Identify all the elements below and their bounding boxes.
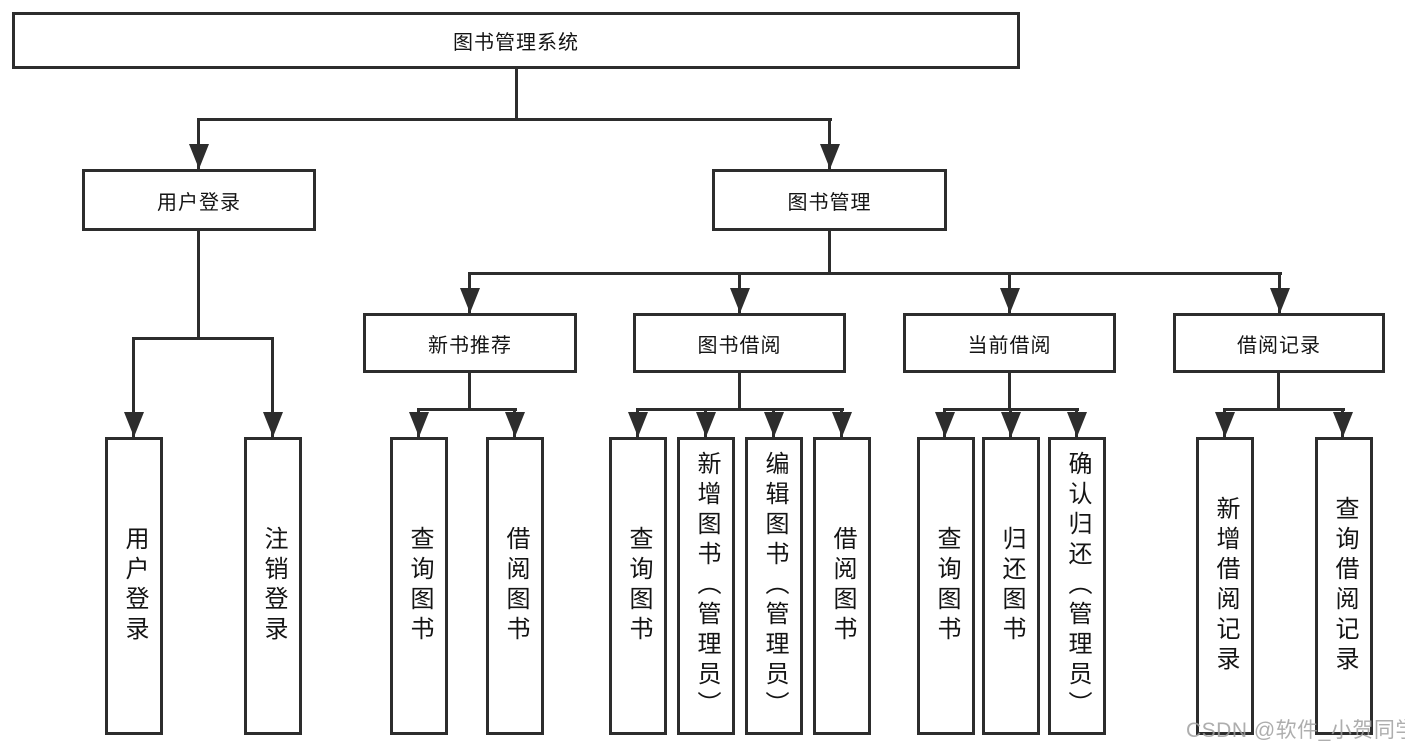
node-borrowing-records-label: 借阅记录 <box>1237 334 1321 357</box>
node-book-management: 图书管理 <box>712 169 947 231</box>
arrowhead-down-icon <box>1067 412 1087 437</box>
node-library-system-label: 图书管理系统 <box>453 32 579 54</box>
arrowhead-down-icon <box>1333 412 1353 437</box>
connector-line <box>515 69 518 119</box>
leaf-add-borrow-record-label: 新增借阅记录 <box>1212 496 1239 676</box>
connector-line <box>738 373 741 408</box>
connector-line <box>198 118 832 121</box>
leaf-borrow-books-label: 借阅图书 <box>829 526 856 646</box>
arrowhead-down-icon <box>730 288 750 313</box>
node-book-borrowing: 图书借阅 <box>633 313 846 373</box>
leaf-borrow-books-recommend: 借阅图书 <box>486 437 544 735</box>
node-current-borrowing: 当前借阅 <box>903 313 1116 373</box>
connector-line <box>1008 373 1011 408</box>
leaf-add-books-admin-label: 新增图书（管理员） <box>693 451 720 721</box>
node-user-login: 用户登录 <box>82 169 316 231</box>
arrowhead-down-icon <box>124 412 144 437</box>
arrowhead-down-icon <box>409 412 429 437</box>
leaf-confirm-return-admin: 确认归还（管理员） <box>1048 437 1106 735</box>
leaf-query-books-recommend: 查询图书 <box>390 437 448 735</box>
connector-line <box>1277 373 1280 408</box>
leaf-add-borrow-record: 新增借阅记录 <box>1196 437 1254 735</box>
csdn-watermark: CSDN @软件_小贺同学 <box>1186 719 1405 742</box>
leaf-logout: 注销登录 <box>244 437 302 735</box>
arrowhead-down-icon <box>1270 288 1290 313</box>
connector-line <box>636 408 844 411</box>
arrowhead-down-icon <box>935 412 955 437</box>
arrowhead-down-icon <box>1001 412 1021 437</box>
arrowhead-down-icon <box>696 412 716 437</box>
node-user-login-label: 用户登录 <box>157 191 241 214</box>
connector-line <box>197 118 200 169</box>
leaf-query-books-current-label: 查询图书 <box>933 526 960 646</box>
leaf-add-books-admin: 新增图书（管理员） <box>677 437 735 735</box>
leaf-edit-books-admin: 编辑图书（管理员） <box>745 437 803 735</box>
leaf-query-borrow-record: 查询借阅记录 <box>1315 437 1373 735</box>
connector-line <box>132 337 135 437</box>
arrowhead-down-icon <box>1215 412 1235 437</box>
leaf-return-books: 归还图书 <box>982 437 1040 735</box>
node-book-management-label: 图书管理 <box>787 191 872 214</box>
node-new-book-recommend: 新书推荐 <box>363 313 577 373</box>
connector-line <box>417 408 517 411</box>
node-library-system: 图书管理系统 <box>12 12 1020 69</box>
node-new-book-recommend-label: 新书推荐 <box>428 334 512 357</box>
leaf-edit-books-admin-label: 编辑图书（管理员） <box>761 451 788 721</box>
arrowhead-down-icon <box>505 412 525 437</box>
arrowhead-down-icon <box>628 412 648 437</box>
leaf-borrow-books: 借阅图书 <box>813 437 871 735</box>
arrowhead-down-icon <box>764 412 784 437</box>
arrowhead-down-icon <box>820 144 840 169</box>
connector-line <box>828 231 831 272</box>
connector-line <box>468 373 471 408</box>
leaf-query-books-borrowing-label: 查询图书 <box>625 526 652 646</box>
connector-line <box>828 118 831 169</box>
arrowhead-down-icon <box>189 144 209 169</box>
arrowhead-down-icon <box>460 288 480 313</box>
leaf-confirm-return-admin-label: 确认归还（管理员） <box>1064 451 1091 721</box>
leaf-return-books-label: 归还图书 <box>998 526 1025 646</box>
leaf-borrow-books-recommend-label: 借阅图书 <box>502 526 529 646</box>
node-current-borrowing-label: 当前借阅 <box>967 334 1052 357</box>
node-book-borrowing-label: 图书借阅 <box>697 334 782 357</box>
leaf-query-books-recommend-label: 查询图书 <box>406 526 433 646</box>
leaf-user-login: 用户登录 <box>105 437 163 735</box>
connector-line <box>468 272 1282 275</box>
leaf-query-books-borrowing: 查询图书 <box>609 437 667 735</box>
leaf-user-login-label: 用户登录 <box>121 526 148 646</box>
leaf-logout-label: 注销登录 <box>260 526 287 646</box>
leaf-query-books-current: 查询图书 <box>917 437 975 735</box>
node-borrowing-records: 借阅记录 <box>1173 313 1385 373</box>
connector-line <box>1223 408 1345 411</box>
leaf-query-borrow-record-label: 查询借阅记录 <box>1331 496 1358 676</box>
connector-line <box>197 231 200 337</box>
arrowhead-down-icon <box>1000 288 1020 313</box>
arrowhead-down-icon <box>263 412 283 437</box>
connector-line <box>133 337 274 340</box>
arrowhead-down-icon <box>832 412 852 437</box>
connector-line <box>271 337 274 437</box>
